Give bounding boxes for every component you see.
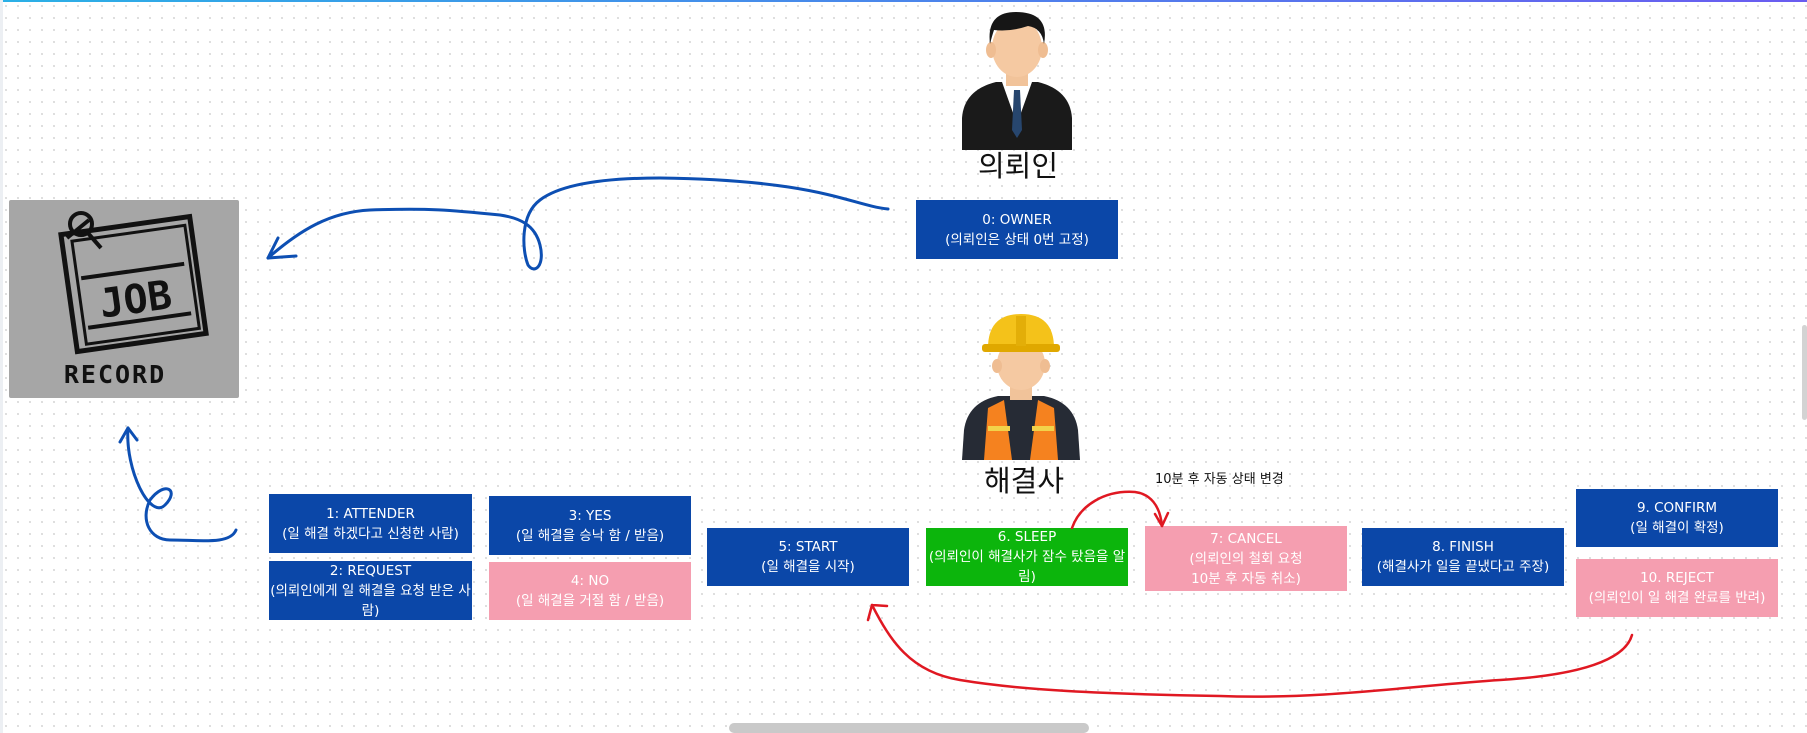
state-title: 5: START (778, 537, 837, 557)
state-title: 8. FINISH (1432, 537, 1494, 557)
worker-construction-icon (958, 308, 1084, 460)
state-desc: (일 해결이 확정) (1630, 518, 1724, 538)
arrow-reject-to-start (872, 605, 1632, 697)
vertical-scrollbar[interactable] (1802, 325, 1807, 420)
arrowhead-owner-to-record (268, 238, 296, 258)
record-caption: RECORD (0, 360, 230, 389)
state-desc: (의뢰인의 철회 요청 (1189, 549, 1302, 569)
state-desc: (일 해결을 거절 함 / 받음) (516, 591, 664, 611)
arrowhead-reject-to-start (868, 605, 887, 620)
state-desc: (의뢰인에게 일 해결을 요청 받은 사람) (269, 581, 472, 621)
state-title: 2: REQUEST (330, 561, 411, 581)
state-title: 7: CANCEL (1210, 529, 1282, 549)
owner-businessman-icon (958, 6, 1076, 150)
state-title: 9. CONFIRM (1637, 498, 1717, 518)
state-9-confirm: 9. CONFIRM (일 해결이 확정) (1576, 489, 1778, 547)
state-10-reject: 10. REJECT (의뢰인이 일 해결 완료를 반려) (1576, 559, 1778, 617)
state-desc-2: 10분 후 자동 취소) (1191, 569, 1301, 589)
state-desc: (일 해결을 승낙 함 / 받음) (516, 526, 664, 546)
arrow-owner-to-record (268, 178, 888, 269)
state-desc: (의뢰인은 상태 0번 고정) (945, 230, 1089, 250)
state-4-no: 4: NO (일 해결을 거절 함 / 받음) (489, 562, 691, 620)
state-title: 3: YES (569, 506, 612, 526)
state-6-sleep: 6. SLEEP (의뢰인이 해결사가 잠수 탔음을 알림) (926, 528, 1128, 586)
arrow-sleep-to-cancel (1072, 492, 1162, 528)
state-title: 10. REJECT (1640, 568, 1714, 588)
worker-label: 해결사 (966, 458, 1082, 500)
state-title: 6. SLEEP (998, 527, 1056, 547)
arrowhead-attender-to-record (120, 428, 137, 442)
state-desc: (의뢰인이 해결사가 잠수 탔음을 알림) (926, 547, 1128, 587)
state-5-start: 5: START (일 해결을 시작) (707, 528, 909, 586)
state-desc: (일 해결 하겠다고 신청한 사람) (282, 524, 459, 544)
state-title: 4: NO (571, 571, 609, 591)
state-desc: (의뢰인이 일 해결 완료를 반려) (1589, 588, 1766, 608)
horizontal-scrollbar[interactable] (729, 723, 1089, 733)
state-title: 0: OWNER (982, 210, 1051, 230)
owner-label: 의뢰인 (960, 143, 1076, 185)
arrow-attender-to-record (128, 428, 236, 541)
state-0-owner: 0: OWNER (의뢰인은 상태 0번 고정) (916, 200, 1118, 259)
state-desc: (해결사가 일을 끝냈다고 주장) (1377, 557, 1549, 577)
state-2-request: 2: REQUEST (의뢰인에게 일 해결을 요청 받은 사람) (269, 561, 472, 620)
job-logo-text: JOB (97, 272, 175, 328)
auto-change-note: 10분 후 자동 상태 변경 (1155, 468, 1284, 487)
state-7-cancel: 7: CANCEL (의뢰인의 철회 요청 10분 후 자동 취소) (1145, 526, 1347, 591)
top-accent-bar (0, 0, 1807, 2)
state-1-attender: 1: ATTENDER (일 해결 하겠다고 신청한 사람) (269, 494, 472, 553)
arrowhead-sleep-to-cancel (1155, 513, 1168, 526)
state-3-yes: 3: YES (일 해결을 승낙 함 / 받음) (489, 496, 691, 555)
state-title: 1: ATTENDER (326, 504, 415, 524)
state-desc: (일 해결을 시작) (761, 557, 855, 577)
state-8-finish: 8. FINISH (해결사가 일을 끝냈다고 주장) (1362, 528, 1564, 586)
